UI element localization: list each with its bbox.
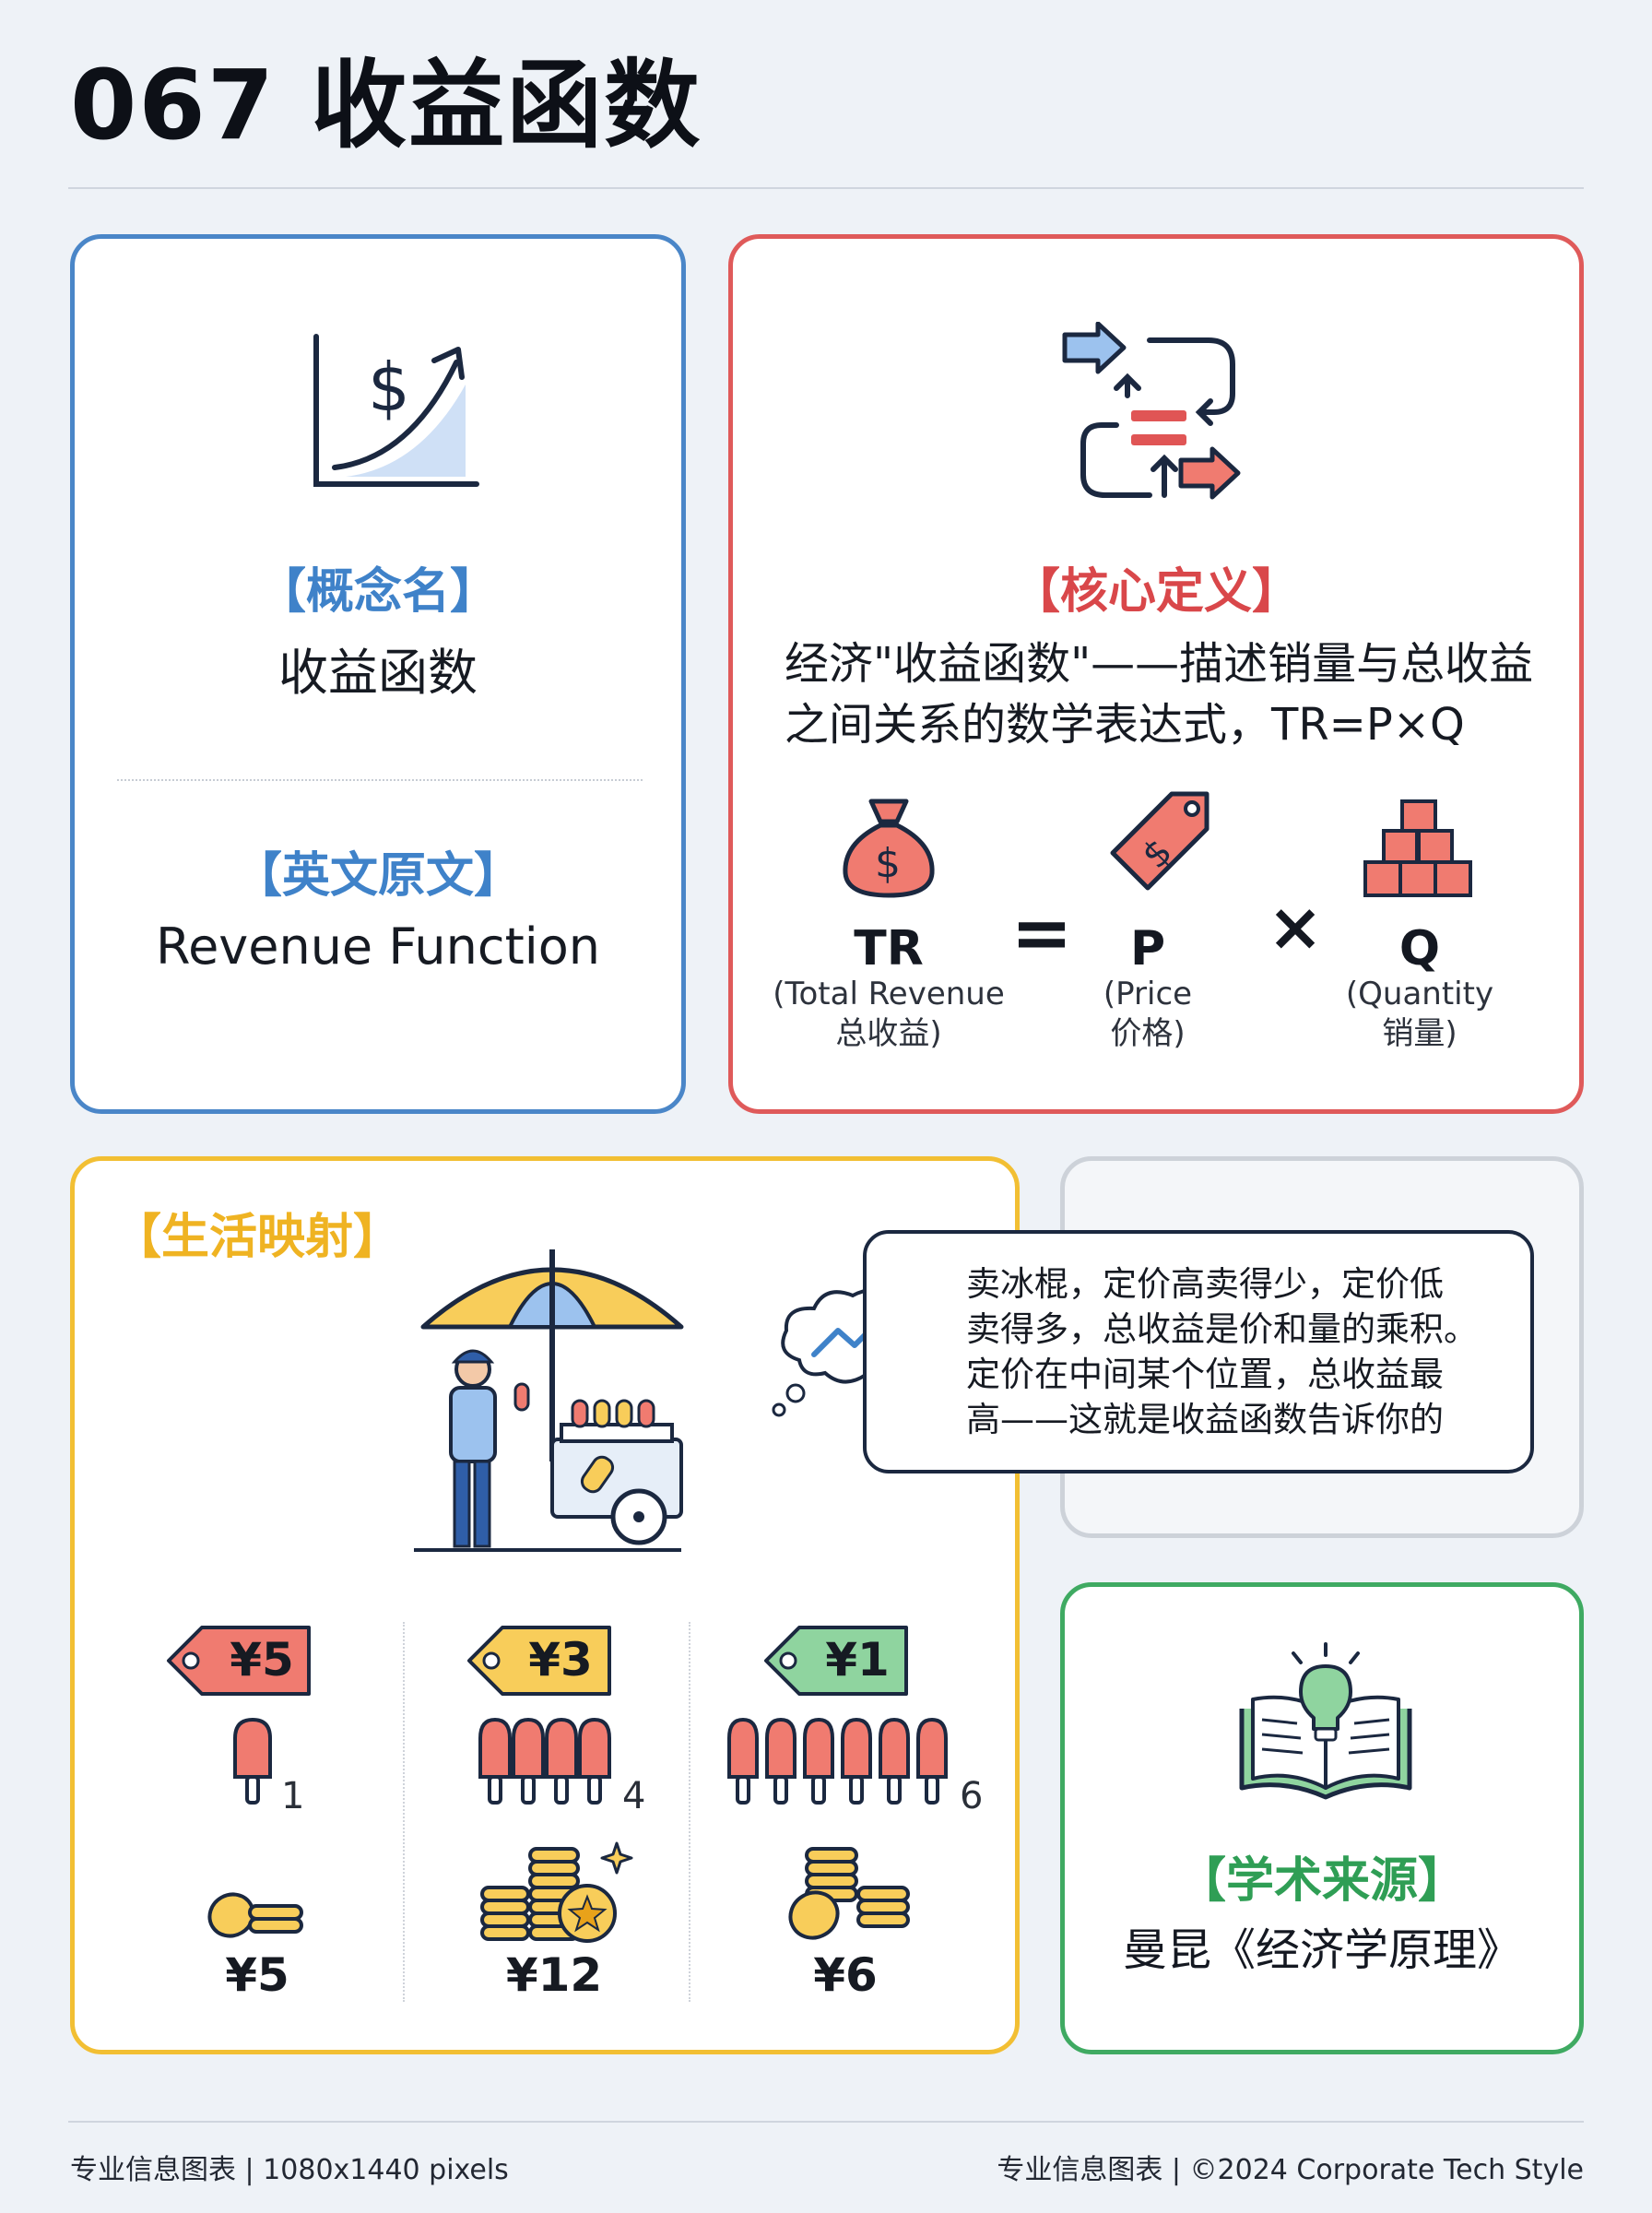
formula-times: × <box>1267 888 1324 965</box>
bubble-line-3: 定价在中间某个位置，总收益最 <box>966 1355 1444 1394</box>
bubble-line-2: 卖得多，总收益是价和量的乘积。 <box>966 1309 1478 1349</box>
formula-p-desc-cn: 价格) <box>1110 1014 1186 1052</box>
popsicle-icon <box>233 1717 272 1805</box>
english-value: Revenue Function <box>155 917 601 976</box>
popsicles-six-icon <box>727 1717 948 1805</box>
concept-card: $ 【概念名】 收益函数 【英文原文】 Revenue Function <box>70 234 686 1114</box>
footer-right: 专业信息图表 | ©2024 Corporate Tech Style <box>997 2154 1584 2186</box>
bubble-line-4: 高——这就是收益函数告诉你的 <box>966 1400 1444 1439</box>
definition-line-1: 经济"收益函数"——描述销量与总收益 <box>785 638 1534 690</box>
header-divider <box>68 187 1584 189</box>
definition-line-2: 之间关系的数学表达式，TR=P×Q <box>785 699 1465 751</box>
exchange-cycle-icon <box>1062 322 1241 500</box>
popsicles-four-icon <box>478 1717 611 1805</box>
scenario-divider-1 <box>403 1622 405 2002</box>
formula-tr-desc: (Total Revenue 总收益) <box>764 975 1013 1053</box>
coins-stack-star-icon <box>480 1841 633 1943</box>
formula-equals: = <box>1010 890 1073 976</box>
formula-tr-desc-cn: 总收益) <box>835 1014 942 1052</box>
formula-q: Q <box>1398 921 1441 976</box>
concept-divider <box>117 779 643 781</box>
bubble-line-1: 卖冰棍，定价高卖得少，定价低 <box>966 1264 1444 1304</box>
ice-cream-vendor-icon <box>414 1249 684 1552</box>
concept-value: 收益函数 <box>278 644 478 702</box>
svg-text:$: $ <box>368 349 410 426</box>
scenario-divider-2 <box>689 1622 690 2002</box>
source-label: 【学术来源】 <box>1177 1853 1466 1909</box>
footer-left: 专业信息图表 | 1080x1440 pixels <box>70 2154 509 2186</box>
definition-label: 【核心定义】 <box>1011 564 1300 620</box>
formula-tr-desc-en: (Total Revenue <box>773 976 1005 1012</box>
scenario-2-count: 4 <box>622 1775 646 1817</box>
scenario-2-price: ¥3 <box>528 1633 593 1686</box>
scenario-1-count: 1 <box>281 1775 305 1817</box>
price-tag-yellow-icon <box>467 1626 611 1696</box>
formula-q-desc-cn: 销量) <box>1382 1014 1457 1052</box>
explanation-bubble: 卖冰棍，定价高卖得少，定价低 卖得多，总收益是价和量的乘积。 定价在中间某个位置… <box>863 1230 1534 1473</box>
formula-q-desc: (Quantity 销量) <box>1332 975 1507 1053</box>
definition-card: 【核心定义】 经济"收益函数"——描述销量与总收益 之间关系的数学表达式，TR=… <box>728 234 1584 1114</box>
scenario-3-price: ¥1 <box>825 1633 890 1686</box>
formula-tr: TR <box>854 921 924 976</box>
revenue-growth-chart-icon: $ <box>313 334 479 487</box>
formula-p-desc-en: (Price <box>1103 976 1193 1012</box>
price-tag-green-icon <box>764 1626 908 1696</box>
price-tag-red-icon <box>167 1626 311 1696</box>
footer-divider <box>68 2121 1584 2123</box>
stacked-boxes-icon <box>1363 799 1472 897</box>
source-card: 【学术来源】 曼昆《经济学原理》 <box>1060 1582 1584 2054</box>
coins-medium-icon <box>788 1847 910 1940</box>
formula-q-desc-en: (Quantity <box>1345 976 1494 1012</box>
book-lightbulb-icon <box>1239 1642 1412 1800</box>
scenario-1-price: ¥5 <box>230 1633 294 1686</box>
source-value: 曼昆《经济学原理》 <box>1122 1924 1521 1976</box>
life-mapping-label: 【生活映射】 <box>113 1210 402 1265</box>
definition-text: 经济"收益函数"——描述销量与总收益 之间关系的数学表达式，TR=P×Q <box>785 633 1533 755</box>
money-bag-icon: $ <box>843 799 935 898</box>
scenario-3-count: 6 <box>960 1775 984 1817</box>
concept-label: 【概念名】 <box>257 564 498 620</box>
page-title: 067 收益函数 <box>70 49 702 161</box>
formula-p: P <box>1129 921 1166 976</box>
price-tag-icon: $ <box>1110 791 1210 891</box>
scenario-3-revenue: ¥6 <box>813 1948 878 2002</box>
scenario-2-revenue: ¥12 <box>505 1948 603 2002</box>
life-mapping-card: 【生活映射】 ¥5 <box>70 1156 1020 2054</box>
formula-p-desc: (Price 价格) <box>1074 975 1221 1053</box>
svg-text:$: $ <box>875 840 901 887</box>
scenario-1-revenue: ¥5 <box>225 1948 289 2002</box>
coins-small-icon <box>207 1892 303 1938</box>
english-label: 【英文原文】 <box>233 848 522 904</box>
